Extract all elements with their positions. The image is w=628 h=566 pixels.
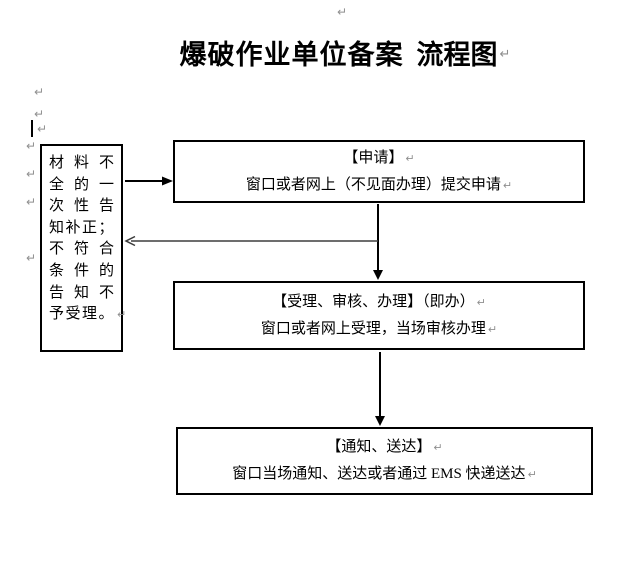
paragraph-mark-icon: ↵ [117, 308, 127, 322]
apply-step-heading: 【申请】 [343, 149, 404, 166]
notify-step-description: 窗口当场通知、送达或者通过 EMS 快递送达 [232, 466, 526, 482]
side-note-line: 告知不 [49, 284, 114, 301]
paragraph-mark-icon: ↵ [34, 107, 45, 121]
side-note-box[interactable]: 材料不 全的一 次性告 知补正； 不符合 条件的 告知不 予受理。↵ [40, 144, 126, 352]
flow-step-process-box[interactable]: 【受理、审核、办理】（即办）↵ 窗口或者网上受理，当场审核办理↵ [173, 281, 585, 350]
title-suffix-text: 流程图 [416, 40, 498, 70]
side-note-text: 予受理。 [49, 306, 116, 323]
paragraph-mark-icon: ↵ [337, 5, 348, 19]
side-note-line: 次性告 [49, 198, 114, 215]
arrow-apply-to-process [373, 204, 383, 280]
title-main-text: 爆破作业单位备案 [179, 40, 404, 71]
paragraph-mark-icon: ↵ [502, 178, 513, 192]
flow-step-notify-box[interactable]: 【通知、送达】↵ 窗口当场通知、送达或者通过 EMS 快递送达↵ [176, 427, 593, 495]
side-note-line: 予受理。↵ [49, 304, 126, 326]
side-note-line: 条件的 [49, 262, 114, 279]
side-note-line: 全的一 [49, 176, 114, 193]
paragraph-mark-icon: ↵ [26, 167, 37, 181]
paragraph-mark-icon: ↵ [527, 468, 537, 481]
paragraph-mark-icon: ↵ [37, 122, 48, 136]
paragraph-mark-icon: ↵ [487, 322, 498, 336]
paragraph-mark-icon: ↵ [26, 139, 37, 153]
page-title: 爆破作业单位备案流程图↵ [180, 38, 511, 73]
apply-step-description: 窗口或者网上（不见面办理）提交申请 [245, 176, 501, 193]
paragraph-mark-icon: ↵ [34, 85, 45, 99]
paragraph-mark-icon: ↵ [26, 251, 37, 265]
paragraph-mark-icon: ↵ [26, 195, 37, 209]
arrow-process-to-notify [375, 352, 385, 426]
paragraph-mark-icon: ↵ [433, 441, 443, 454]
arrow-branch-to-note [124, 235, 378, 247]
process-step-description: 窗口或者网上受理，当场审核办理 [260, 320, 486, 337]
paragraph-mark-icon: ↵ [476, 295, 486, 309]
flow-step-apply-box[interactable]: 【申请】↵ 窗口或者网上（不见面办理）提交申请↵ [173, 140, 585, 203]
paragraph-mark-icon: ↵ [499, 47, 511, 62]
side-note-line: 不符合 [49, 241, 114, 258]
notify-step-heading: 【通知、送达】 [326, 439, 432, 455]
text-cursor [31, 120, 33, 137]
arrow-note-to-apply [125, 176, 173, 186]
paragraph-mark-icon: ↵ [405, 151, 415, 165]
side-note-line: 材料不 [49, 155, 114, 171]
process-step-heading: 【受理、审核、办理】（即办） [272, 293, 475, 310]
side-note-line: 知补正； [49, 219, 116, 236]
